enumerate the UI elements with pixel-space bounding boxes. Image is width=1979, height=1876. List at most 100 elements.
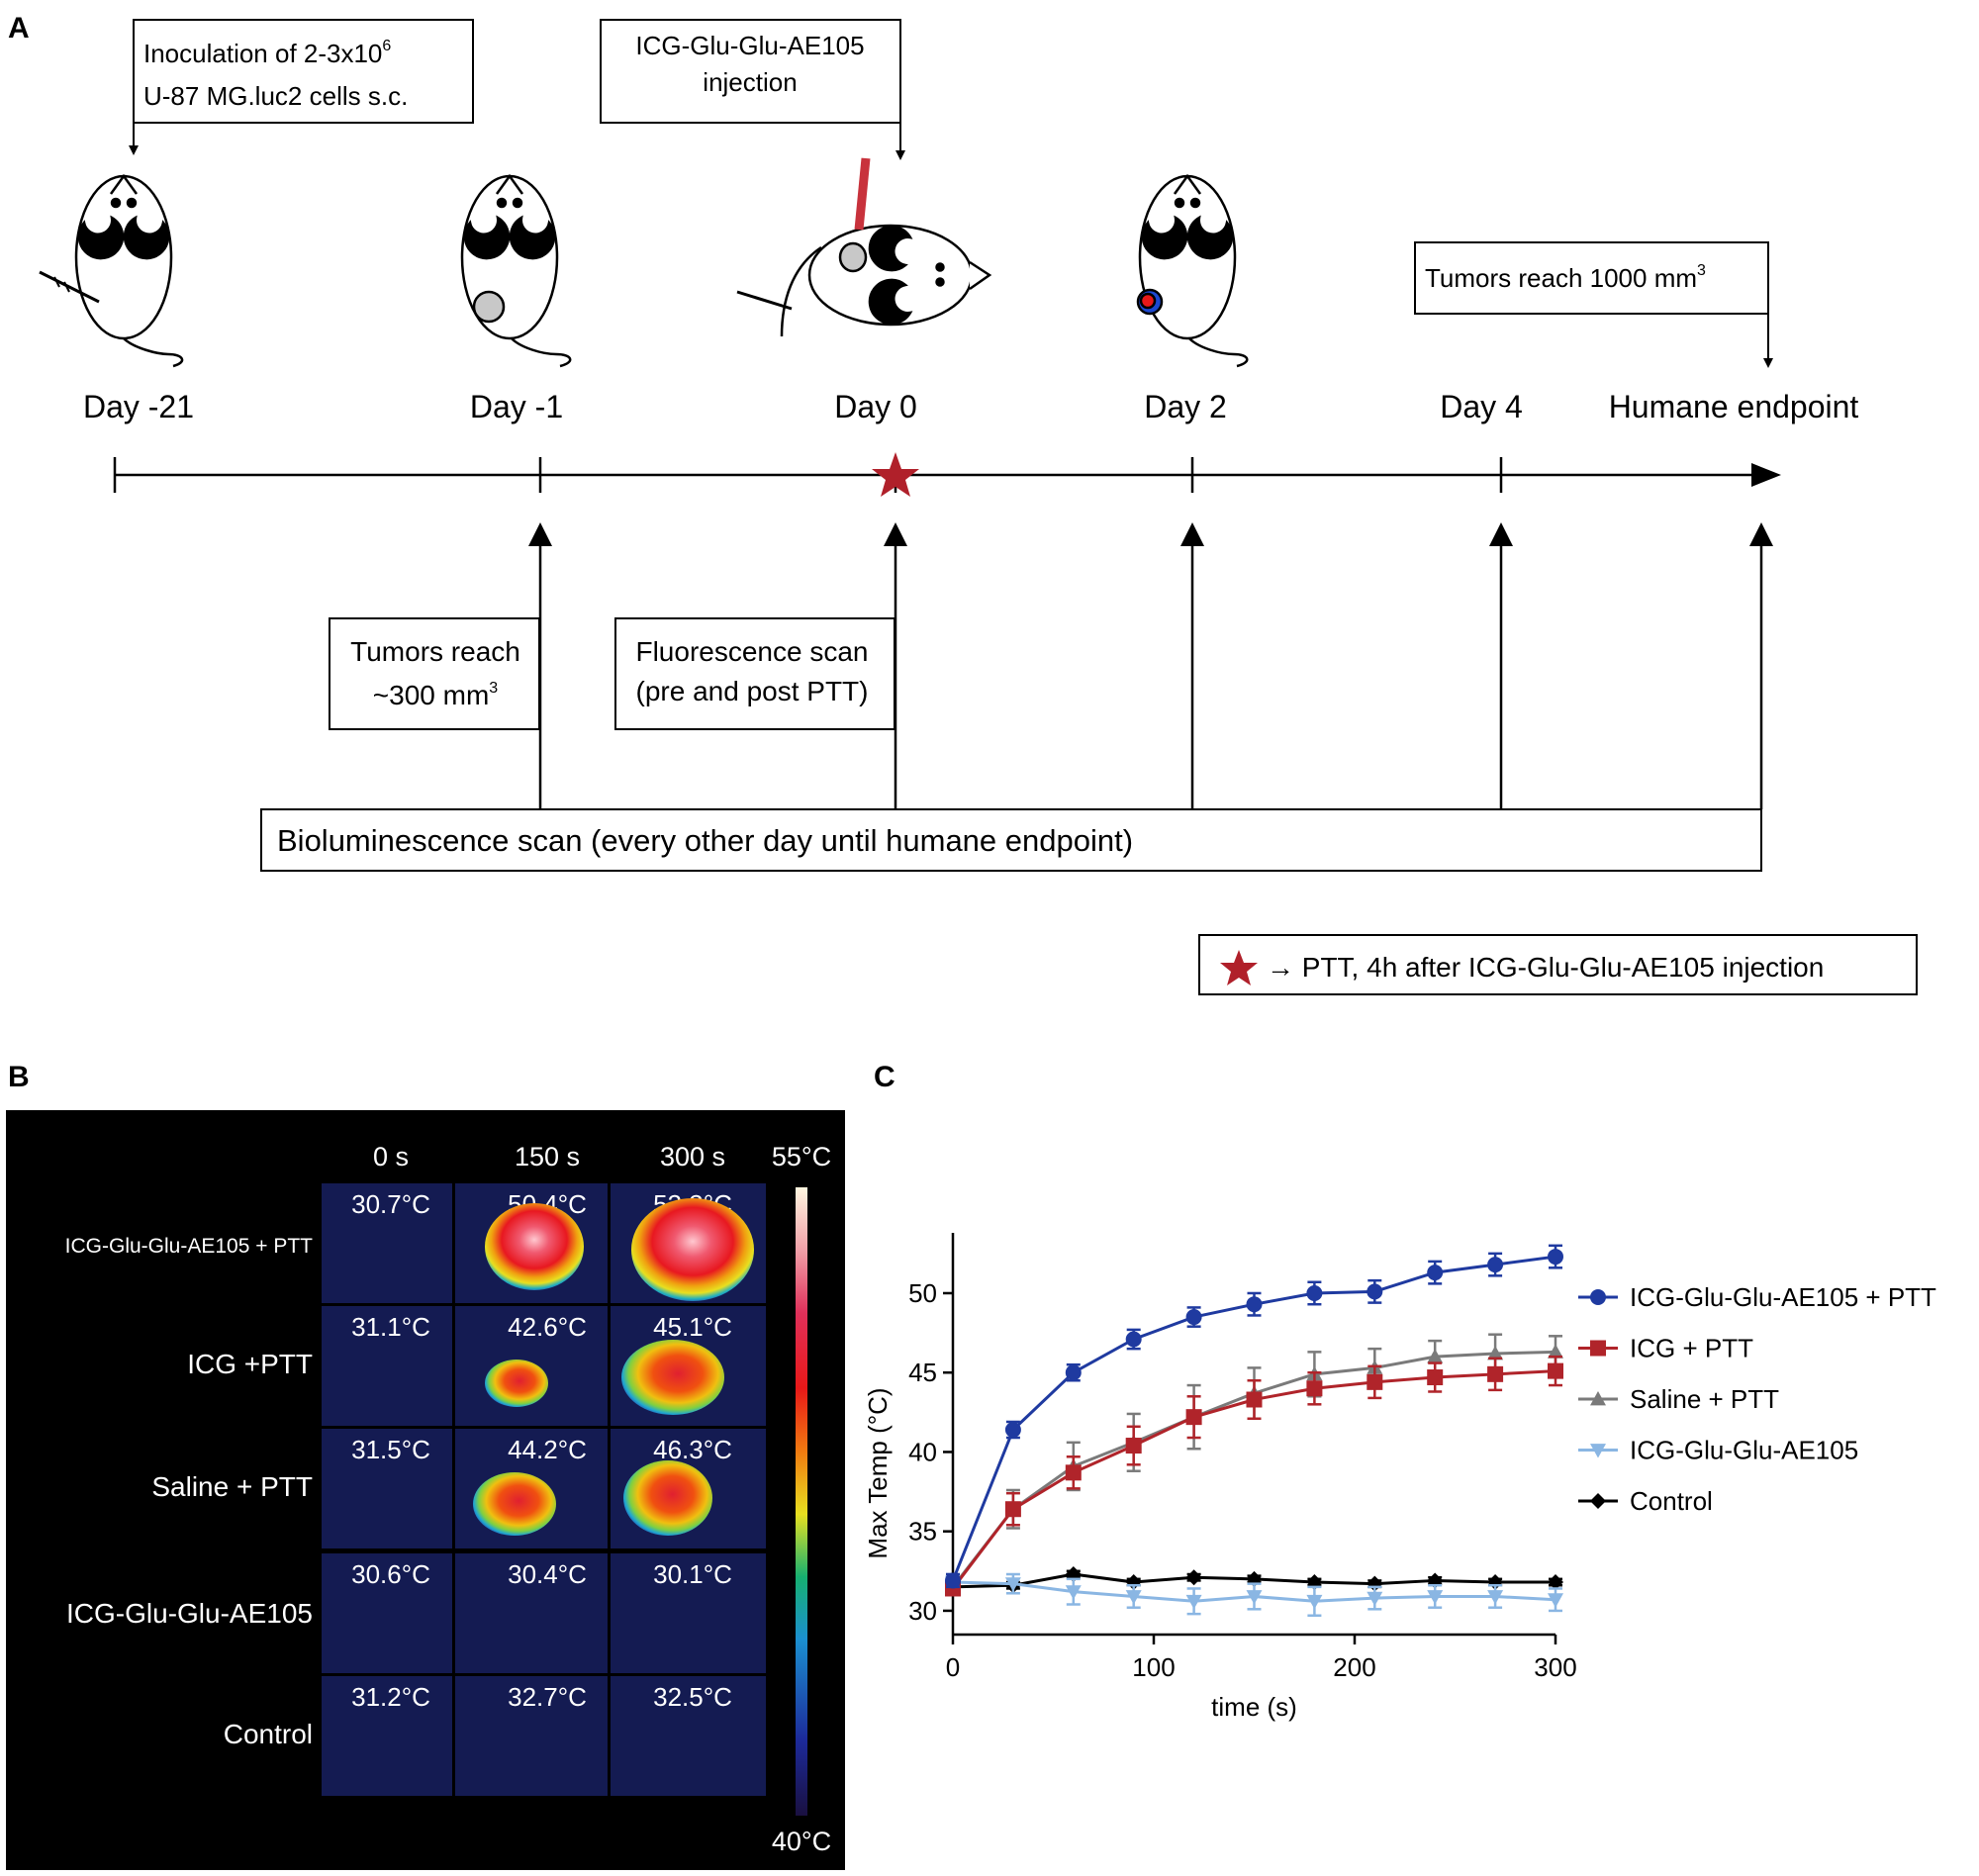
bioluminescence-note: Bioluminescence scan (every other day un… (260, 808, 1762, 872)
y-tick-label: 50 (908, 1278, 937, 1308)
data-point (1366, 1591, 1383, 1607)
heat-spot (623, 1460, 712, 1536)
thermal-row-label: ICG +PTT (187, 1349, 313, 1379)
injection-line1: ICG-Glu-Glu-AE105 (635, 31, 864, 60)
thermal-temperature-value: 31.2°C (351, 1682, 430, 1712)
mouse-icon-day0 (736, 157, 992, 337)
scale-min-label: 40°C (772, 1827, 831, 1856)
inoculation-line2: U-87 MG.luc2 cells s.c. (143, 81, 408, 111)
panel-label-c: C (874, 1061, 895, 1093)
data-point (1487, 1257, 1504, 1273)
thermal-image-cell (322, 1306, 452, 1426)
data-point (1004, 1577, 1021, 1592)
thermal-image-cell (322, 1676, 452, 1796)
inoculation-note: Inoculation of 2-3x106 U-87 MG.luc2 cell… (129, 19, 474, 155)
heat-spot (631, 1198, 754, 1301)
x-tick-label: 200 (1333, 1652, 1375, 1682)
legend-label: Control (1630, 1486, 1713, 1516)
legend-label: ICG-Glu-Glu-AE105 (1630, 1436, 1858, 1465)
tumor-300-line1: Tumors reach (350, 636, 520, 667)
legend-marker (1590, 1493, 1606, 1509)
series-group (945, 1244, 1563, 1589)
thermal-temperature-value: 31.1°C (351, 1312, 430, 1342)
heat-spot (473, 1472, 556, 1536)
thermal-image-cell (322, 1429, 452, 1548)
legend-label: Saline + PTT (1630, 1384, 1779, 1414)
ptt-legend-text: → PTT, 4h after ICG-Glu-Glu-AE105 inject… (1267, 952, 1824, 983)
data-point (1185, 1594, 1202, 1610)
data-point (1246, 1296, 1263, 1313)
day-label-endpoint: Humane endpoint (1609, 389, 1859, 424)
data-point (1427, 1369, 1444, 1386)
thermal-temperature-value: 44.2°C (508, 1435, 587, 1464)
thermal-temperature-value: 30.1°C (653, 1559, 732, 1589)
data-point (1548, 1593, 1563, 1608)
tumor-300-superscript: 3 (489, 680, 498, 697)
data-point (1185, 1569, 1202, 1586)
y-tick-label: 35 (908, 1517, 937, 1547)
mouse-icon-day-21 (39, 173, 184, 368)
panel-label-b: B (8, 1061, 30, 1093)
data-point (1487, 1590, 1504, 1605)
data-point (1065, 1585, 1082, 1600)
heat-spot (485, 1360, 548, 1407)
data-point (1185, 1409, 1202, 1426)
data-point (1548, 1574, 1563, 1591)
thermal-column-label: 0 s (373, 1142, 409, 1172)
x-tick-label: 0 (946, 1652, 960, 1682)
data-point (1185, 1309, 1202, 1326)
x-axis-label: time (s) (1211, 1692, 1297, 1722)
fluorescence-line2: (pre and post PTT) (636, 676, 869, 706)
thermal-image-cell (611, 1553, 766, 1673)
data-point (1487, 1345, 1504, 1360)
thermal-column-label: 300 s (660, 1142, 725, 1172)
legend-marker (1590, 1289, 1606, 1305)
data-point (1065, 1364, 1082, 1381)
thermal-row-label: Control (224, 1719, 313, 1749)
thermal-column-label: 150 s (515, 1142, 580, 1172)
legend-marker (1590, 1340, 1606, 1357)
inoculation-superscript: 6 (382, 38, 391, 54)
svg-text:Inoculation of 2-3x106: Inoculation of 2-3x106 (143, 38, 391, 68)
data-point (1004, 1421, 1021, 1438)
thermal-temperature-value: 30.6°C (351, 1559, 430, 1589)
mouse-icon-day-1 (460, 173, 572, 368)
panel-label-a: A (8, 12, 30, 45)
svg-text:~300 mm3: ~300 mm3 (373, 680, 499, 710)
ptt-star-icon (872, 452, 919, 497)
data-point (1548, 1362, 1563, 1379)
thermal-row-label: ICG-Glu-Glu-AE105 (66, 1598, 313, 1629)
svg-text:Tumors reach 1000 mm3: Tumors reach 1000 mm3 (1425, 262, 1706, 293)
y-tick-label: 30 (908, 1596, 937, 1626)
injection-note: ICG-Glu-Glu-AE105 injection (600, 19, 905, 160)
data-point (1427, 1590, 1444, 1605)
day-label-0: Day 0 (834, 389, 917, 424)
tumor-1000-text: Tumors reach 1000 mm (1425, 263, 1697, 293)
data-point (1065, 1464, 1082, 1481)
data-point (1366, 1373, 1383, 1390)
injection-line2: injection (703, 67, 797, 97)
temperature-color-scale (796, 1187, 807, 1816)
day-label-2: Day 2 (1144, 389, 1227, 424)
fluorescence-line1: Fluorescence scan (635, 636, 868, 667)
scale-max-label: 55°C (772, 1142, 831, 1172)
data-point (1427, 1349, 1444, 1363)
ptt-legend: → PTT, 4h after ICG-Glu-Glu-AE105 inject… (1198, 934, 1918, 995)
x-tick-label: 100 (1132, 1652, 1175, 1682)
data-point (1548, 1344, 1563, 1359)
timeline-axis (113, 457, 1781, 493)
bioluminescence-text: Bioluminescence scan (every other day un… (277, 823, 1133, 858)
data-point (1306, 1594, 1323, 1610)
legend-marker (1590, 1444, 1606, 1458)
y-tick-label: 45 (908, 1358, 937, 1387)
data-point (1246, 1590, 1263, 1605)
tumor-300-note: Tumors reach ~300 mm3 (329, 617, 540, 730)
mouse-icon-day2 (1136, 173, 1249, 368)
legend-label: ICG + PTT (1630, 1334, 1753, 1363)
day-label-minus1: Day -1 (470, 389, 563, 424)
legend-marker (1590, 1391, 1606, 1406)
thermal-image-cell (611, 1676, 766, 1796)
thermal-row-label: Saline + PTT (151, 1471, 313, 1502)
